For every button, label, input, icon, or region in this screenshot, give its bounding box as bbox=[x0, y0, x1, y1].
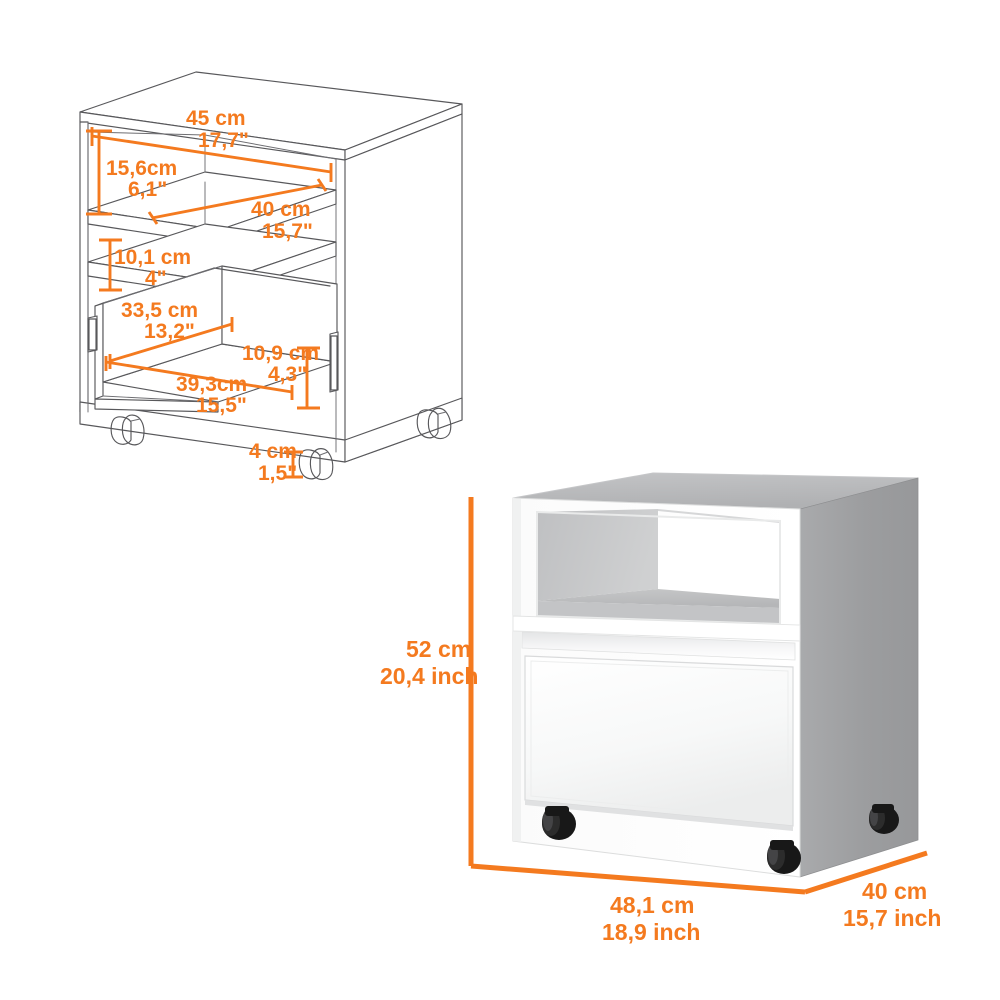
label-40cm-value: 40 cm bbox=[251, 198, 311, 221]
shelf-divider-board bbox=[512, 615, 801, 642]
render-dimension-lines bbox=[468, 497, 928, 895]
label-45cm-value: 45 cm bbox=[186, 107, 246, 130]
caster-rear-right-outline bbox=[416, 407, 452, 440]
label-15-6cm-inch: 6,1" bbox=[128, 178, 167, 201]
drawer-top-rail bbox=[521, 631, 796, 661]
label-39-3cm-value: 39,3cm bbox=[176, 373, 247, 396]
niche-shelf-front-band bbox=[537, 601, 780, 624]
label-52cm-value: 52 cm bbox=[406, 636, 471, 662]
dim-39-3cm-leaders bbox=[104, 356, 294, 400]
drawer-front-inner-bevel bbox=[530, 660, 789, 821]
niche-left-inner-wall bbox=[537, 509, 658, 601]
label-10-9cm-inch: 4,3" bbox=[268, 363, 307, 386]
dim-15-6cm-leaders bbox=[86, 129, 112, 216]
caster-front-right bbox=[767, 840, 801, 874]
caster-rear-right bbox=[869, 804, 899, 834]
caster-front-left-outline bbox=[110, 414, 145, 446]
dim-10-1cm-leaders bbox=[99, 238, 122, 292]
label-48-1cm-value: 48,1 cm bbox=[610, 892, 694, 918]
label-10-1cm-value: 10,1 cm bbox=[114, 246, 191, 269]
drawer-front-panel bbox=[524, 655, 794, 827]
niche-shelf-floor bbox=[537, 589, 780, 608]
caster-front-right-outline bbox=[298, 448, 334, 481]
label-15-6cm-value: 15,6cm bbox=[106, 157, 177, 180]
label-45cm-inch: 17,7" bbox=[198, 129, 249, 152]
cabinet-right-side-panel bbox=[799, 477, 919, 878]
cabinet-front-left-edge-shade bbox=[513, 498, 521, 842]
label-40cm-inch: 15,7" bbox=[262, 220, 313, 243]
label-4cm-value: 4 cm bbox=[249, 440, 297, 463]
dim-4cm-leaders bbox=[284, 450, 303, 479]
label-48-1cm-inch: 18,9 inch bbox=[602, 919, 700, 945]
label-33-5cm-inch: 13,2" bbox=[144, 320, 195, 343]
label-depth-40cm-inch: 15,7 inch bbox=[843, 905, 941, 931]
drawer-bottom-shadow bbox=[525, 800, 793, 831]
dim-40cm-leaders bbox=[147, 178, 328, 225]
label-10-1cm-inch: 4" bbox=[145, 267, 167, 290]
label-depth-40cm-value: 40 cm bbox=[862, 878, 927, 904]
dim-10-9cm-leaders bbox=[297, 346, 320, 410]
label-4cm-inch: 1,5" bbox=[258, 462, 297, 485]
label-52cm-inch: 20,4 inch bbox=[380, 663, 478, 689]
caster-front-left bbox=[542, 806, 576, 840]
label-10-9cm-value: 10,9 cm bbox=[242, 342, 319, 365]
label-39-3cm-inch: 15,5" bbox=[196, 394, 247, 417]
label-33-5cm-value: 33,5 cm bbox=[121, 299, 198, 322]
